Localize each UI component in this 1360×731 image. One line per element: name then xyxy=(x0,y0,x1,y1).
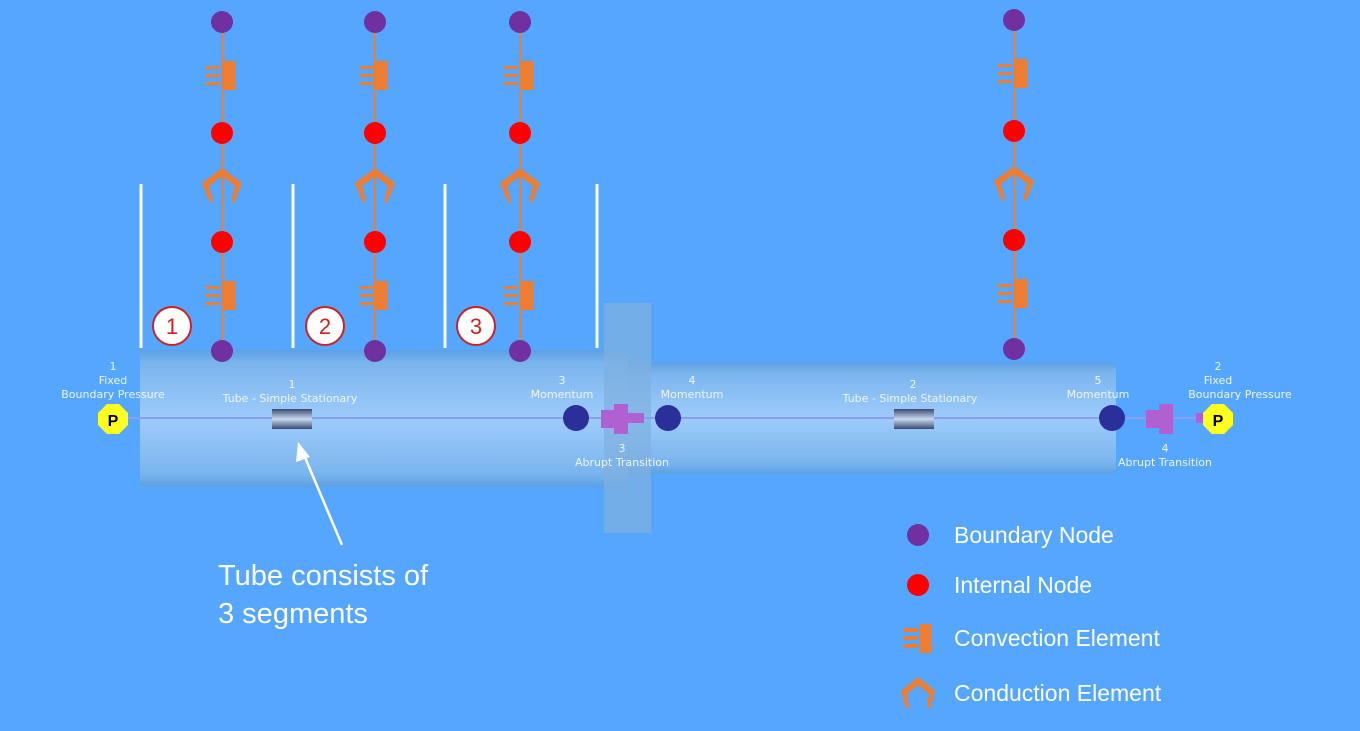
conduction-element-icon[interactable] xyxy=(500,168,540,203)
boundary-node[interactable] xyxy=(1003,9,1025,31)
svg-text:3: 3 xyxy=(470,314,482,339)
tube-2-number: 2 xyxy=(910,378,917,391)
momentum-4-icon[interactable] xyxy=(655,405,681,431)
caption-line-2: 3 segments xyxy=(218,598,368,630)
thermal-column-3 xyxy=(500,11,540,362)
caption-arrow xyxy=(296,442,344,546)
legend-convection-element: Convection Element xyxy=(898,618,1160,658)
momentum-3-icon[interactable] xyxy=(563,405,589,431)
tube-2-label: Tube - Simple Stationary xyxy=(842,392,978,405)
legend-conduction-element: Conduction Element xyxy=(898,673,1161,713)
internal-node[interactable] xyxy=(509,231,531,253)
svg-text:P: P xyxy=(108,413,119,430)
left-boundary-line1: Fixed xyxy=(99,374,128,387)
boundary-node[interactable] xyxy=(211,340,233,362)
right-boundary-line2: Boundary Pressure xyxy=(1188,388,1292,401)
momentum-4-label: Momentum xyxy=(661,388,724,401)
internal-node[interactable] xyxy=(1003,120,1025,142)
convection-element-icon[interactable] xyxy=(504,61,533,90)
momentum-3-label: Momentum xyxy=(531,388,594,401)
legend-label: Convection Element xyxy=(954,624,1160,651)
caption-line-1: Tube consists of xyxy=(218,560,429,592)
momentum-5-number: 5 xyxy=(1095,374,1102,387)
transition-3-number: 3 xyxy=(619,442,626,455)
momentum-4-number: 4 xyxy=(689,374,696,387)
tube-2-component[interactable] xyxy=(894,409,934,429)
svg-text:2: 2 xyxy=(319,314,331,339)
conduction-element-icon[interactable] xyxy=(994,166,1034,201)
transition-4-icon[interactable] xyxy=(1146,404,1206,434)
caption: Tube consists of 3 segments xyxy=(218,557,428,633)
thermal-column-2 xyxy=(355,11,395,362)
segment-separators xyxy=(139,184,599,348)
momentum-5-icon[interactable] xyxy=(1099,405,1125,431)
tube-1-component[interactable] xyxy=(272,409,312,429)
internal-node[interactable] xyxy=(364,231,386,253)
left-boundary-line2: Boundary Pressure xyxy=(61,388,165,401)
internal-node-icon xyxy=(898,565,938,605)
legend-internal-node: Internal Node xyxy=(898,565,1092,605)
boundary-node[interactable] xyxy=(509,11,531,33)
boundary-node[interactable] xyxy=(211,11,233,33)
internal-node[interactable] xyxy=(1003,229,1025,251)
convection-element-icon[interactable] xyxy=(998,279,1027,308)
boundary-node-icon xyxy=(898,515,938,555)
legend-boundary-node: Boundary Node xyxy=(898,515,1114,555)
convection-element-icon[interactable] xyxy=(998,59,1027,88)
tube-1-label: Tube - Simple Stationary xyxy=(222,392,358,405)
thermal-column-1 xyxy=(202,11,242,362)
svg-text:1: 1 xyxy=(166,314,178,339)
internal-node[interactable] xyxy=(211,231,233,253)
legend-label: Conduction Element xyxy=(954,679,1162,706)
boundary-node[interactable] xyxy=(364,11,386,33)
transition-4-label: Abrupt Transition xyxy=(1118,456,1212,469)
momentum-5-label: Momentum xyxy=(1067,388,1130,401)
boundary-node[interactable] xyxy=(1003,338,1025,360)
boundary-node[interactable] xyxy=(509,340,531,362)
conduction-element-icon[interactable] xyxy=(355,168,395,203)
convection-element-icon[interactable] xyxy=(359,61,388,90)
svg-text:P: P xyxy=(1213,413,1224,430)
internal-node[interactable] xyxy=(211,122,233,144)
convection-element-icon[interactable] xyxy=(359,281,388,310)
segment-marker-2: 2 xyxy=(305,306,345,346)
conduction-element-icon xyxy=(898,673,938,713)
momentum-3-number: 3 xyxy=(559,374,566,387)
legend-label: Internal Node xyxy=(954,571,1093,598)
boundary-node[interactable] xyxy=(364,340,386,362)
left-boundary-pressure-icon[interactable]: P xyxy=(98,404,128,434)
left-boundary-number: 1 xyxy=(110,360,117,373)
right-boundary-line1: Fixed xyxy=(1204,374,1233,387)
tube-1-number: 1 xyxy=(289,378,296,391)
conduction-element-icon[interactable] xyxy=(202,168,242,203)
thermal-column-4 xyxy=(994,9,1034,360)
convection-element-icon[interactable] xyxy=(206,281,235,310)
transition-3-icon[interactable] xyxy=(601,404,644,434)
transition-4-number: 4 xyxy=(1162,442,1169,455)
segment-marker-3: 3 xyxy=(456,306,496,346)
right-boundary-number: 2 xyxy=(1215,360,1222,373)
convection-element-icon[interactable] xyxy=(504,281,533,310)
internal-node[interactable] xyxy=(509,122,531,144)
convection-element-icon[interactable] xyxy=(206,61,235,90)
segment-marker-1: 1 xyxy=(152,306,192,346)
convection-element-icon xyxy=(898,618,938,658)
legend-label: Boundary Node xyxy=(954,521,1114,548)
right-boundary-pressure-icon[interactable]: P xyxy=(1203,404,1233,434)
internal-node[interactable] xyxy=(364,122,386,144)
transition-3-label: Abrupt Transition xyxy=(575,456,669,469)
